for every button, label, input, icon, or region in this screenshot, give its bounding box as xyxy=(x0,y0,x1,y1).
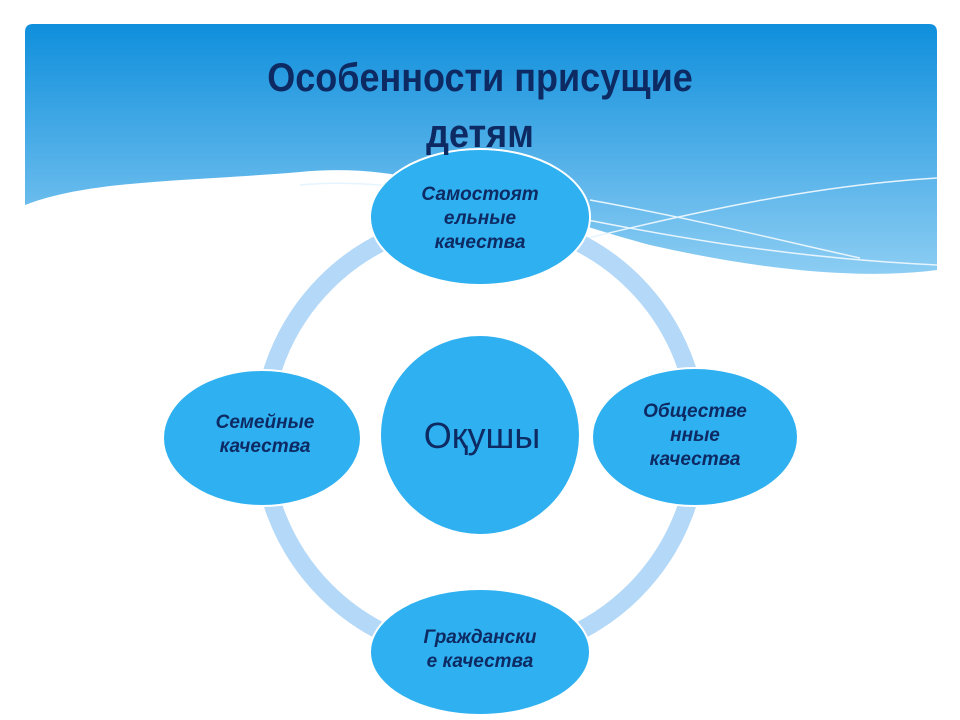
center-node: Оқушы xyxy=(379,334,581,536)
title-line-1: Особенности присущие xyxy=(267,56,693,100)
slide-title: Особенности присущие детям xyxy=(48,50,912,162)
title-line-2: детям xyxy=(426,112,534,156)
svg-text:Оқушы: Оқушы xyxy=(424,415,541,456)
